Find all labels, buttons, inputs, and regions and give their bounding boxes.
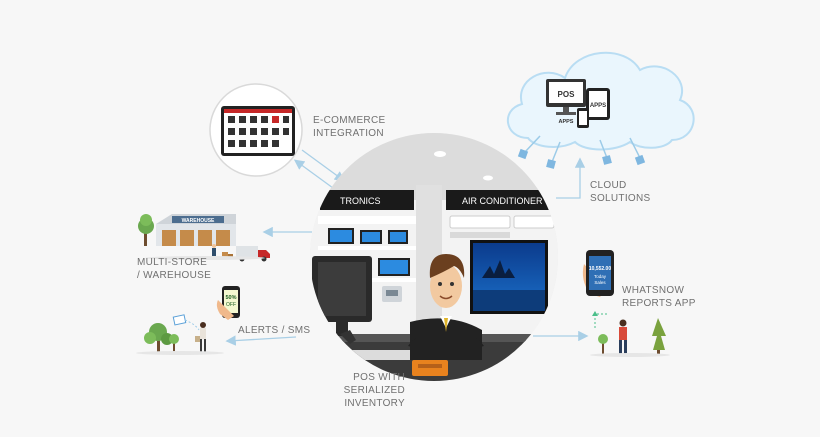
- warehouse-icon: WAREHOUSE: [138, 214, 270, 262]
- sign-air-conditioner-text: AIR CONDITIONER: [462, 196, 543, 206]
- reports-line2: Sales: [594, 280, 606, 285]
- cloud-pos-label: POS: [558, 90, 576, 99]
- sign-tronics-text: TRONICS: [340, 196, 381, 206]
- alerts-phone-text-1: 50%: [225, 295, 236, 301]
- label-pos-serialized-inventory: POS WITH SERIALIZED INVENTORY: [343, 372, 405, 409]
- sign-tronics: [320, 190, 414, 210]
- keyboard: [348, 350, 422, 360]
- warehouse-sign: WAREHOUSE: [182, 218, 215, 224]
- reports-amount: 10,552.00: [589, 266, 611, 272]
- cloud-apps-tablet-label: APPS: [590, 103, 606, 109]
- arrow-store-to-ecom: [293, 159, 334, 189]
- label-cloud-solutions: CLOUD SOLUTIONS: [590, 180, 651, 204]
- cloud-apps-phone-label: APPS: [559, 119, 574, 125]
- ecommerce-bubble: [209, 83, 303, 177]
- sign-air-conditioner: [446, 190, 556, 210]
- label-alerts-sms: ALERTS / SMS: [238, 325, 311, 336]
- label-multi-store-warehouse: MULTI-STORE / WAREHOUSE: [137, 257, 212, 281]
- connector-arrows: [225, 149, 589, 346]
- label-whatsnow-reports-app: WHATSNOW REPORTS APP: [622, 285, 696, 309]
- alerts-illustration: 50% OFF: [136, 286, 240, 355]
- label-ecommerce-integration: E-COMMERCE INTEGRATION: [313, 115, 386, 139]
- arrow-to-alerts: [225, 335, 297, 346]
- alerts-phone-text-2: OFF: [226, 302, 236, 308]
- arrow-to-cloud: [556, 157, 586, 199]
- store-scene: TRONICS AIR CONDITIONER: [310, 133, 558, 381]
- reports-illustration: 10,552.00 Today Sales: [582, 250, 670, 357]
- arrow-ecom-to-store: [301, 149, 346, 182]
- store-clerk: [408, 254, 484, 360]
- envelope-icon: [172, 314, 187, 326]
- cloud-solutions-icon: POS APPS APPS: [506, 51, 695, 169]
- reports-line1: Today: [594, 274, 607, 279]
